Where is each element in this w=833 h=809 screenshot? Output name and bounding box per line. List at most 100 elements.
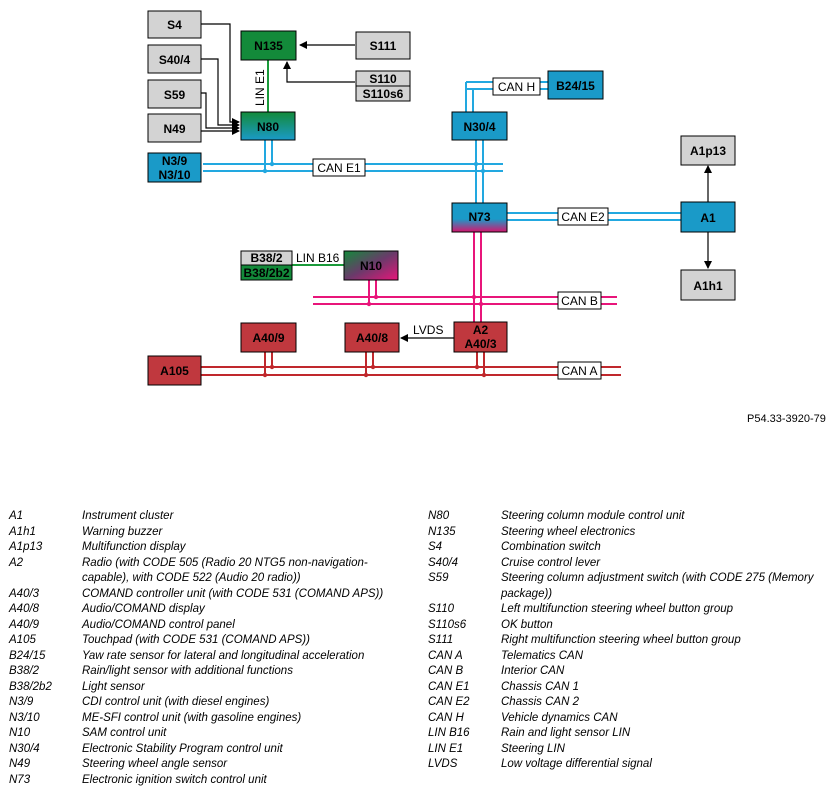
legend-row: CAN E1 Chassis CAN 1 [428,680,828,696]
legend-code: CAN E1 [428,680,470,693]
node-a1: A1 [680,201,736,233]
label-can-h: CAN H [492,77,541,96]
node-s40-4: S40/4 [147,44,202,74]
legend-description: Instrument cluster [82,510,174,522]
legend-code: S59 [428,572,449,584]
svg-text:N30/4: N30/4 [463,120,495,134]
legend-description: COMAND controller unit (with CODE 531 (C… [82,587,384,600]
svg-text:CAN H: CAN H [498,80,535,94]
legend-row: S111 Right multifunction steering wheel b… [428,633,828,649]
svg-text:S111: S111 [370,39,397,53]
legend-code: A40/8 [9,603,40,615]
svg-text:A1: A1 [700,211,716,225]
svg-text:A40/9: A40/9 [252,331,284,345]
node-n73: N73 [451,202,508,233]
node-s110: S110 [355,70,411,87]
node-a40-8: A40/8 [344,322,400,353]
svg-text:S110s6: S110s6 [363,87,404,101]
node-b24-15: B24/15 [547,70,604,100]
node-a1p13: A1p13 [680,135,736,166]
legend-description: Interior CAN [501,665,565,677]
legend-code: A1p13 [9,541,43,553]
legend-description: Cruise control lever [501,556,601,569]
svg-text:B38/2: B38/2 [250,251,282,265]
legend-code: A2 [9,556,24,569]
legend-code: N135 [428,525,456,538]
legend-description: Chassis CAN 2 [501,696,579,708]
svg-text:B38/2b2: B38/2b2 [243,266,289,280]
legend-row: N135 Steering wheel electronics [428,525,828,541]
svg-text:A2: A2 [473,323,489,337]
legend-code: S110 [428,603,455,615]
svg-text:CAN B: CAN B [561,294,598,308]
node-n10: N10 [343,250,399,281]
signal-wires [201,23,712,342]
svg-text:A40/3: A40/3 [464,337,496,351]
node-b38-2b2: B38/2b2 [240,264,293,281]
node-a105: A105 [147,355,202,386]
legend-row: CAN B Interior CAN [428,664,828,680]
svg-text:N73: N73 [468,210,490,224]
legend-code: CAN H [428,711,464,724]
legend-description: Touchpad (with CODE 531 (COMAND APS)) [82,634,310,646]
legend-description: Low voltage differential signal [501,758,652,770]
legend-code: LIN B16 [428,727,470,739]
node-s59: S59 [147,79,202,109]
legend-description: Steering column adjustment switch (with … [501,572,814,600]
legend-description: Steering wheel electronics [501,525,636,538]
legend-description: Left multifunction steering wheel button… [501,603,734,615]
legend-description: Electronic ignition switch control unit [82,773,267,786]
svg-text:CAN A: CAN A [561,364,597,378]
legend-description: Yaw rate sensor for lateral and longitud… [82,649,365,662]
legend-code: A105 [9,634,36,646]
legend-description: Steering LIN [501,742,565,755]
legend-description: Electronic Stability Program control uni… [82,742,283,755]
legend-description: Steering column module control unit [501,510,685,522]
label-lvds: LVDS [413,323,443,337]
legend-description: Steering wheel angle sensor [82,758,228,770]
legend-code: CAN E2 [428,696,470,708]
legend-code: S111 [428,634,454,646]
legend-description: Chassis CAN 1 [501,680,579,693]
node-s4: S4 [147,10,202,39]
label-can-b: CAN B [557,291,602,310]
legend-row: LIN E1 Steering LIN [428,742,828,758]
legend-code: CAN B [428,665,464,677]
legend-description: SAM control unit [82,727,167,739]
svg-text:S110: S110 [369,72,397,86]
node-n49: N49 [147,113,202,143]
svg-text:N3/9: N3/9 [162,154,188,168]
legend-description: ME-SFI control unit (with gasoline engin… [82,711,302,724]
legend-description: Combination switch [501,541,601,553]
legend-description: Right multifunction steering wheel butto… [501,634,741,646]
node-s110s6: S110s6 [355,85,411,102]
legend-description: Vehicle dynamics CAN [501,711,618,724]
network-diagram: S4 S40/4 S59 N49 N135 S111 S110 S110s6 N… [147,10,736,386]
legend-code: LIN E1 [428,742,464,755]
label-can-a: CAN A [557,361,602,380]
legend-code: B38/2 [9,665,40,677]
legend-row: A105 Touchpad (with CODE 531 (COMAND APS)… [9,633,409,649]
bus-junctions [262,161,487,378]
svg-text:A105: A105 [160,364,189,378]
legend-code: N30/4 [9,742,40,755]
legend-description: Light sensor [82,680,145,693]
legend-code: B24/15 [9,649,46,662]
legend-row: CAN E2 Chassis CAN 2 [428,695,828,711]
label-lin-b16: LIN B16 [296,251,340,265]
